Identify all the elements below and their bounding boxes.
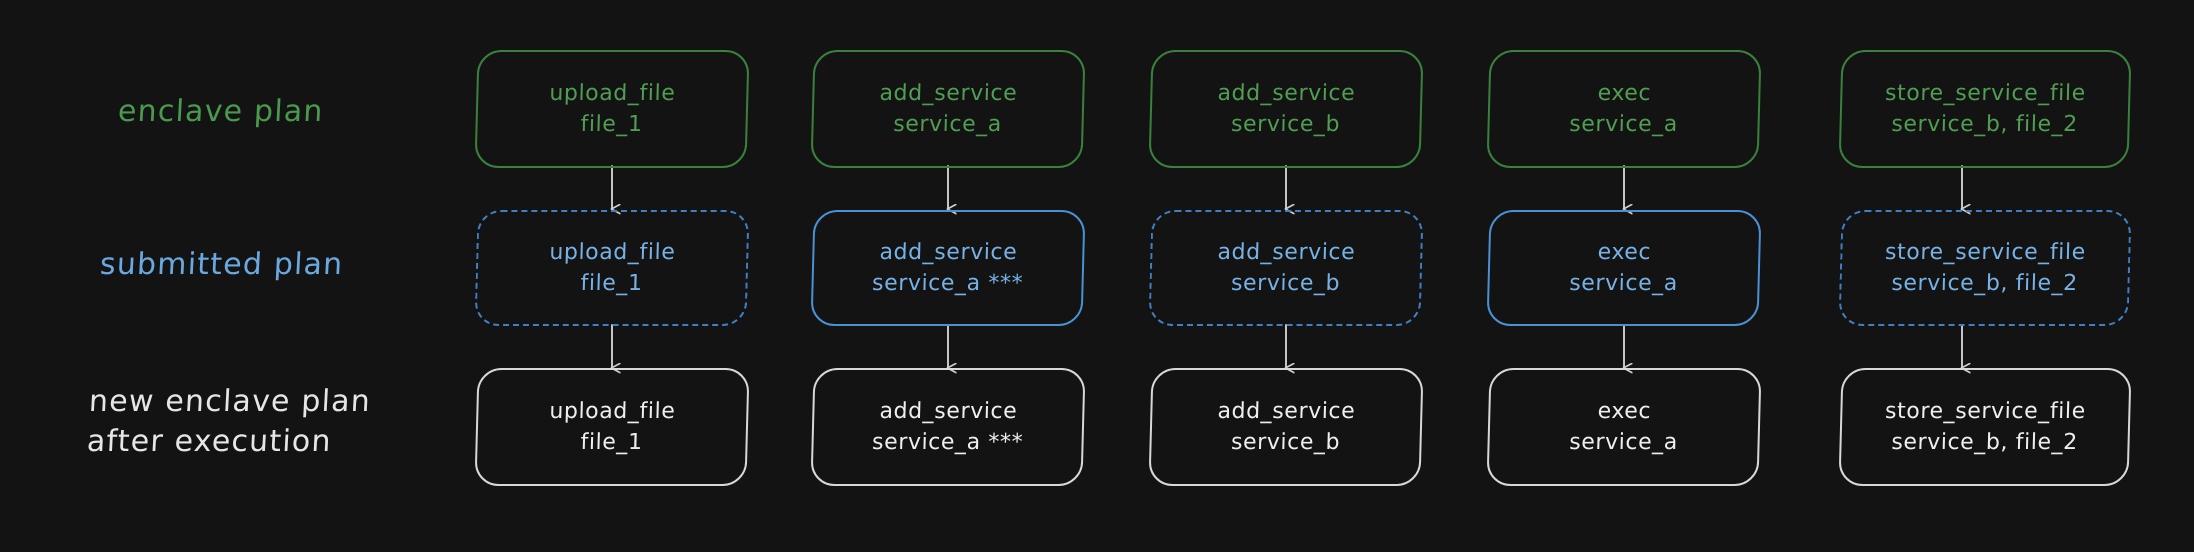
node-label-line2: service_a ***: [871, 430, 1024, 455]
node-submitted-plan-5[interactable]: store_service_file service_b, file_2: [1838, 210, 2132, 326]
row-label-new-enclave-plan: new enclave plan after execution: [86, 382, 372, 461]
node-label-line2: service_b: [1230, 430, 1341, 455]
node-enclave-plan-5[interactable]: store_service_file service_b, file_2: [1838, 50, 2132, 168]
node-enclave-plan-1[interactable]: upload_file file_1: [474, 50, 750, 168]
node-label-line1: upload_file: [549, 398, 676, 424]
node-new-enclave-plan-3[interactable]: add_service service_b: [1148, 368, 1424, 486]
node-label-line1: add_service: [879, 239, 1018, 265]
node-submitted-plan-2[interactable]: add_service service_a ***: [810, 210, 1086, 326]
node-label-line1: exec: [1597, 239, 1652, 265]
node-label-line2: file_1: [580, 112, 643, 137]
node-enclave-plan-3[interactable]: add_service service_b: [1148, 50, 1424, 168]
node-label-line1: exec: [1597, 398, 1652, 424]
node-submitted-plan-4[interactable]: exec service_a: [1486, 210, 1762, 326]
node-label-line2: file_1: [580, 271, 643, 296]
node-label-line2: service_a ***: [871, 271, 1024, 296]
node-label-line2: service_b, file_2: [1891, 271, 2079, 296]
node-submitted-plan-1[interactable]: upload_file file_1: [474, 210, 750, 326]
node-new-enclave-plan-2[interactable]: add_service service_a ***: [810, 368, 1086, 486]
node-label-line2: service_b: [1230, 271, 1341, 296]
node-label-line2: service_a: [1568, 430, 1679, 455]
node-label-line2: service_b, file_2: [1891, 430, 2079, 455]
node-new-enclave-plan-1[interactable]: upload_file file_1: [474, 368, 750, 486]
node-label-line1: add_service: [879, 80, 1018, 106]
node-label-line2: service_b, file_2: [1891, 112, 2079, 137]
node-label-line1: upload_file: [549, 80, 676, 106]
node-label-line1: add_service: [879, 398, 1018, 424]
row-label-new-enclave-plan-line1: new enclave plan: [88, 384, 372, 419]
node-enclave-plan-2[interactable]: add_service service_a: [810, 50, 1086, 168]
node-label-line1: add_service: [1217, 398, 1356, 424]
node-label-line1: add_service: [1217, 80, 1356, 106]
row-label-submitted-plan: submitted plan: [99, 247, 345, 282]
node-label-line1: add_service: [1217, 239, 1356, 265]
node-enclave-plan-4[interactable]: exec service_a: [1486, 50, 1762, 168]
node-label-line1: exec: [1597, 80, 1652, 106]
row-label-new-enclave-plan-line2: after execution: [86, 423, 333, 459]
node-new-enclave-plan-4[interactable]: exec service_a: [1486, 368, 1762, 486]
node-label-line2: service_b: [1230, 112, 1341, 137]
node-label-line2: service_a: [892, 112, 1003, 137]
node-label-line2: service_a: [1568, 271, 1679, 296]
node-label-line2: file_1: [580, 430, 643, 455]
node-label-line2: service_a: [1568, 112, 1679, 137]
node-new-enclave-plan-5[interactable]: store_service_file service_b, file_2: [1838, 368, 2132, 486]
node-label-line1: store_service_file: [1884, 80, 2087, 106]
node-label-line1: store_service_file: [1884, 398, 2087, 424]
node-label-line1: store_service_file: [1884, 239, 2087, 265]
row-label-enclave-plan: enclave plan: [117, 94, 325, 129]
node-label-line1: upload_file: [549, 239, 676, 265]
node-submitted-plan-3[interactable]: add_service service_b: [1148, 210, 1424, 326]
